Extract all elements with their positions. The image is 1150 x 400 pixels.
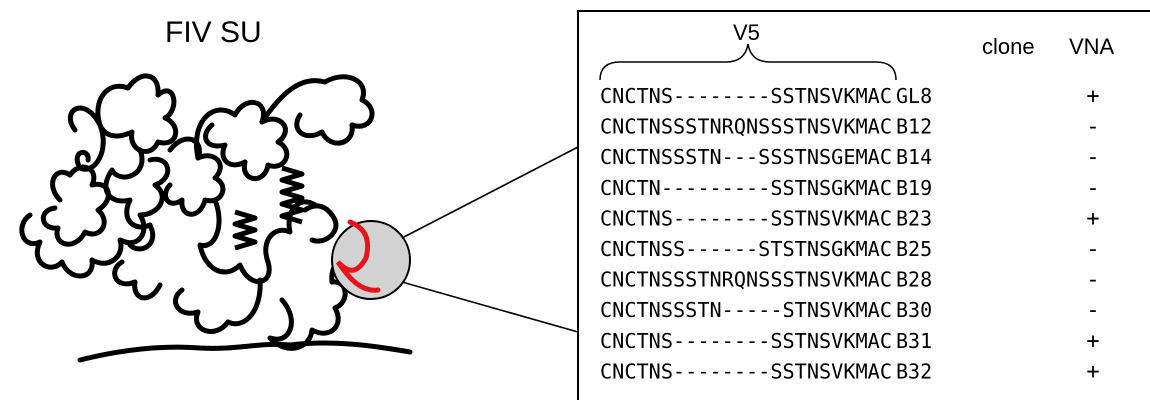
vna-sign: - (1086, 145, 1099, 170)
vna-sign: - (1086, 176, 1099, 201)
clone-header: clone (982, 34, 1035, 59)
sequence-text: CNCTNS--------SSTNSVKMAC (600, 359, 892, 383)
clone-id: B25 (896, 237, 932, 261)
vna-sign: + (1086, 206, 1099, 231)
sequence-text: CNCTNS--------SSTNSVKMAC (600, 206, 892, 230)
sequence-text: CNCTNSSSTN-----STNSVKMAC (600, 298, 892, 322)
sequence-text: CNCTNSSSTNRQNSSSTNSVKMAC (600, 268, 892, 292)
vna-sign: + (1086, 84, 1099, 109)
figure-title: FIV SU (165, 16, 262, 49)
clone-id: B32 (896, 359, 932, 383)
sequence-text: CNCTN---------SSTNSGKMAC (600, 176, 892, 200)
zoom-connector-bottom (401, 281, 579, 333)
sequence-text: CNCTNSSSTN---SSSTNSGEMAC (600, 145, 892, 169)
clone-id: B23 (896, 206, 932, 230)
clone-id: B30 (896, 298, 932, 322)
vna-header: VNA (1069, 34, 1115, 59)
clone-id: B31 (896, 329, 932, 353)
vna-sign: - (1086, 268, 1099, 293)
sequence-text: CNCTNS--------SSTNSVKMAC (600, 84, 892, 108)
sequence-text: CNCTNSS------STSTNSGKMAC (600, 237, 892, 261)
alignment-box (577, 10, 1150, 400)
v5-brace (599, 43, 897, 81)
zoom-circle (331, 220, 411, 300)
clone-id: B19 (896, 176, 932, 200)
v5-loop-highlight (335, 219, 381, 293)
clone-id: B12 (896, 115, 932, 139)
sequence-text: CNCTNS--------SSTNSVKMAC (600, 329, 892, 353)
protein-backbone (19, 73, 413, 363)
clone-id: B28 (896, 268, 932, 292)
vna-sign: + (1086, 359, 1099, 384)
zoom-connector-top (401, 146, 579, 239)
vna-sign: + (1086, 329, 1099, 354)
clone-id: B14 (896, 145, 932, 169)
helix-segments (232, 165, 305, 251)
vna-sign: - (1086, 298, 1099, 323)
clone-id: GL8 (896, 84, 932, 108)
vna-sign: - (1086, 237, 1099, 262)
v5-label: V5 (733, 20, 760, 45)
sequence-text: CNCTNSSSTNRQNSSSTNSVKMAC (600, 115, 892, 139)
vna-sign: - (1086, 115, 1099, 140)
